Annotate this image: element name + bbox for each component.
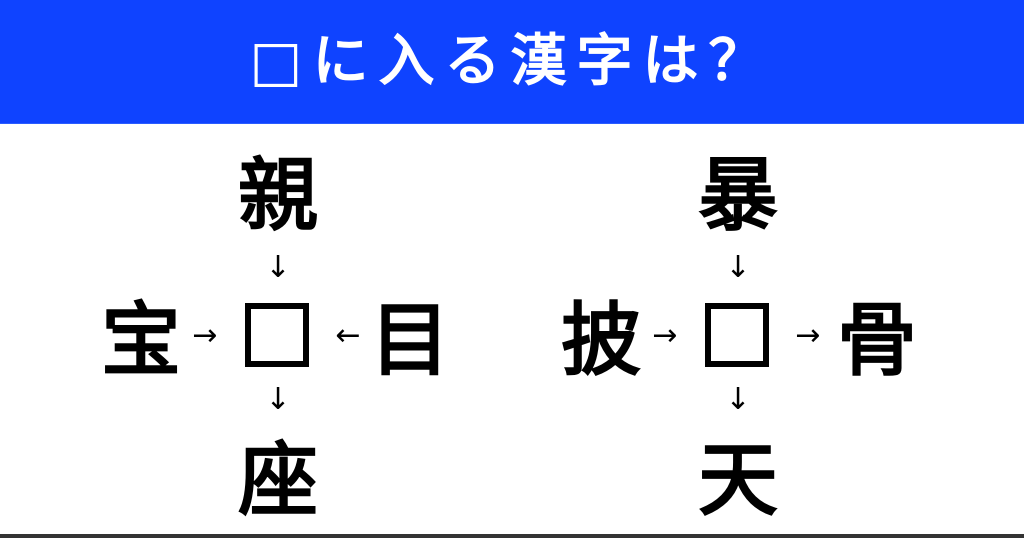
puzzle-1-bottom-kanji: 座 — [238, 434, 318, 527]
puzzle-1: 親 ↓ 宝 → ← 目 ↓ 座 — [0, 123, 512, 534]
puzzle-1-answer-box — [245, 303, 309, 367]
puzzle-2-top-arrow-icon: ↓ — [725, 250, 751, 285]
puzzle-1-top-arrow-icon: ↓ — [265, 250, 291, 285]
puzzle-1-left-arrow-icon: → — [192, 318, 218, 353]
puzzle-2-answer-box — [705, 303, 769, 367]
header-banner: □に入る漢字は？ — [0, 0, 1024, 124]
puzzle-2-left-kanji: 披 — [561, 294, 641, 387]
puzzle-1-right-arrow-icon: ← — [335, 318, 361, 353]
puzzle-1-right-kanji: 目 — [370, 294, 450, 387]
puzzle-2-bottom-kanji: 天 — [698, 434, 778, 527]
puzzle-2-right-arrow-icon: → — [795, 318, 821, 353]
puzzle-2-top-kanji: 暴 — [698, 149, 778, 242]
page-title: □に入る漢字は？ — [249, 28, 775, 94]
puzzle-2: 暴 ↓ 披 → → 骨 ↓ 天 — [460, 123, 972, 534]
bottom-divider — [0, 534, 1024, 538]
puzzle-1-bottom-arrow-icon: ↓ — [265, 382, 291, 417]
puzzle-2-right-kanji: 骨 — [837, 294, 917, 387]
puzzle-2-bottom-arrow-icon: ↓ — [725, 382, 751, 417]
puzzle-1-left-kanji: 宝 — [101, 294, 181, 387]
puzzle-1-top-kanji: 親 — [238, 149, 318, 242]
puzzle-2-left-arrow-icon: → — [652, 318, 678, 353]
